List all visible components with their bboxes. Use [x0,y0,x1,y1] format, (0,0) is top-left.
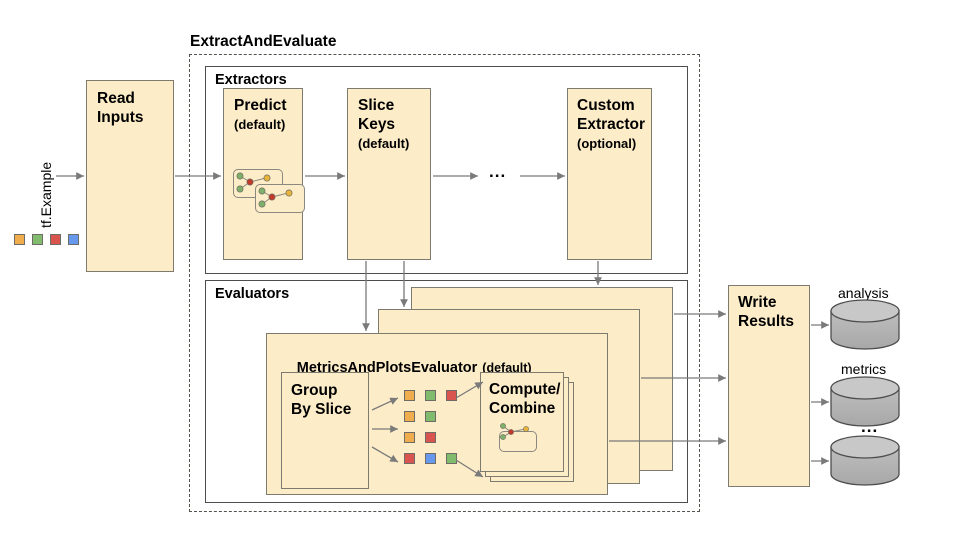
group-by-slice-box[interactable]: Group By Slice [281,372,369,489]
slice-chip [446,390,457,401]
extractor-box-custom-extractor[interactable]: Custom Extractor (optional) [567,88,652,260]
slice-chip [425,411,436,422]
read-inputs-label-1: Read [97,90,135,107]
chip-green [32,234,43,245]
metrics-and-plots-evaluator-title-text: MetricsAndPlotsEvaluator [296,359,478,376]
extractor-box-slice-keys[interactable]: Slice Keys (default) [347,88,431,260]
compute-combine-label-2: Combine [489,400,556,417]
metrics-and-plots-evaluator-title: MetricsAndPlotsEvaluator (default) [279,340,532,396]
extractors-ellipsis: ... [489,162,507,181]
slice-chip [425,432,436,443]
metrics-and-plots-evaluator-sub: (default) [482,360,532,375]
custom-extractor-label-2: Extractor [577,116,646,133]
slice-chip-grid [404,390,470,472]
group-by-slice-label-1: Group [291,382,338,399]
write-results-label-1: Write [738,294,777,311]
compute-combine-box[interactable]: Compute/ Combine [480,372,564,472]
slice-chip [425,390,436,401]
custom-extractor-sub: (optional) [577,136,637,151]
extract-and-evaluate-container [189,54,700,512]
chip-orange [14,234,25,245]
slice-chip [446,453,457,464]
write-results-box[interactable]: Write Results [728,285,810,487]
chip-blue [68,234,79,245]
slice-chip [425,453,436,464]
slice-chip [404,453,415,464]
predict-label: Predict [234,97,287,114]
group-by-slice-label-2: By Slice [291,401,352,418]
predict-sub: (default) [234,117,286,132]
slice-chip [404,411,415,422]
graph-icon-card [499,431,537,452]
custom-extractor-label-1: Custom [577,97,635,114]
slice-chip [404,432,415,443]
cylinder-analysis [830,299,900,350]
input-label: tf.Example [38,161,54,228]
write-results-label-2: Results [738,313,794,330]
extractors-group-label: Extractors [215,72,287,88]
slice-keys-label-1: Slice [358,97,395,114]
compute-combine-label-1: Compute/ [489,381,561,398]
read-inputs-label-2: Inputs [97,109,144,126]
slice-keys-sub: (default) [358,136,410,151]
graph-icon-card-front [255,184,305,213]
output-label-analysis: analysis [838,285,889,301]
slice-keys-label-2: Keys [358,116,396,133]
output-label-metrics: metrics [841,361,887,377]
evaluators-group-label: Evaluators [215,286,290,302]
extract-and-evaluate-title: ExtractAndEvaluate [190,33,337,50]
cylinder-more [830,435,900,486]
chip-red [50,234,61,245]
input-chips [14,234,84,248]
slice-chip [404,390,415,401]
evaluator-card-metrics-and-plots-evaluator[interactable]: MetricsAndPlotsEvaluator (default) Group … [266,333,608,495]
extractor-box-predict[interactable]: Predict (default) [223,88,305,260]
read-inputs-box[interactable]: Read Inputs [86,80,174,272]
output-label-more: ... [861,417,879,436]
